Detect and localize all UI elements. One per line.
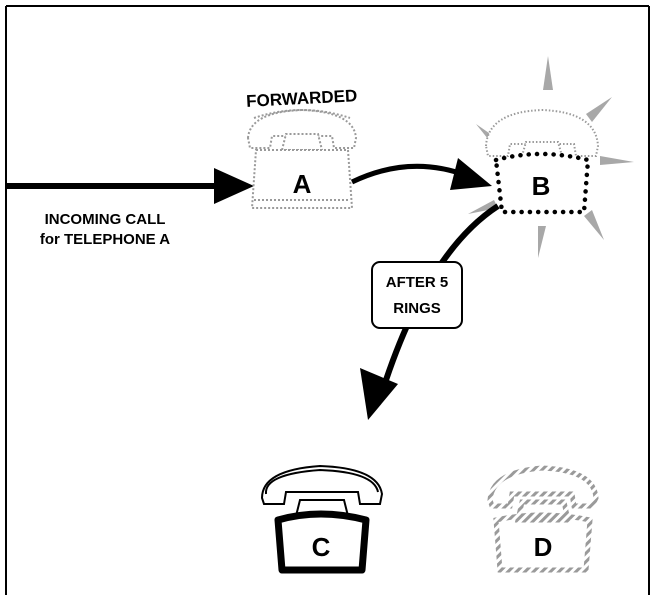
telephone-b-letter: B <box>532 171 551 201</box>
forwarded-label: FORWARDED <box>246 86 358 111</box>
telephone-d-letter: D <box>534 532 553 562</box>
incoming-call-line2: for TELEPHONE A <box>39 231 171 248</box>
telephone-a-letter: A <box>293 169 312 199</box>
telephone-c-letter: C <box>312 532 331 562</box>
frame <box>5 5 650 595</box>
telephone-b: B <box>468 56 634 258</box>
telephone-c: C <box>260 464 384 574</box>
after-rings-box: AFTER 5 RINGS <box>371 261 463 329</box>
telephone-d: D <box>487 465 599 573</box>
incoming-call-caption: INCOMING CALL for TELEPHONE A <box>30 210 180 250</box>
incoming-call-arrow <box>6 168 254 204</box>
telephone-a: A FORWARDED <box>246 86 358 209</box>
after-rings-line2: RINGS <box>393 300 441 317</box>
incoming-call-line1: INCOMING CALL <box>44 211 166 228</box>
arrow-a-to-b <box>350 158 492 190</box>
after-rings-line1: AFTER 5 <box>386 274 449 291</box>
